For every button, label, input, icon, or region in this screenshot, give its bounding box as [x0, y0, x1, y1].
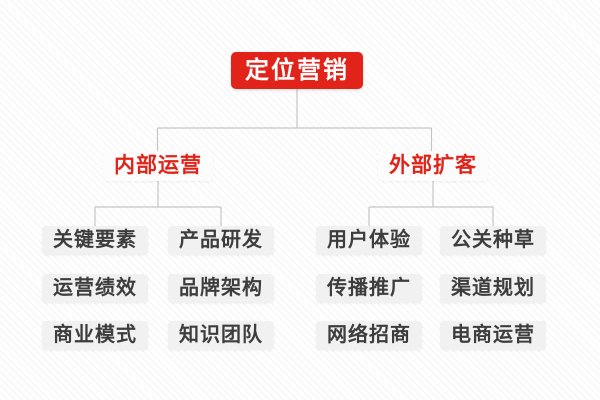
leaf-node[interactable]: 品牌架构	[168, 274, 274, 303]
leaf-node[interactable]: 商业模式	[42, 321, 148, 350]
branch-node-internal-operations[interactable]: 内部运营	[103, 151, 213, 181]
leaf-node[interactable]: 电商运营	[440, 321, 546, 350]
leaf-node[interactable]: 关键要素	[42, 226, 148, 255]
branch-node-external-expansion[interactable]: 外部扩客	[378, 151, 488, 181]
leaf-node[interactable]: 公关种草	[440, 226, 546, 255]
leaf-node[interactable]: 知识团队	[168, 321, 274, 350]
leaf-node[interactable]: 用户体验	[316, 226, 422, 255]
leaf-node[interactable]: 渠道规划	[440, 274, 546, 303]
leaf-node[interactable]: 网络招商	[316, 321, 422, 350]
leaf-node[interactable]: 运营绩效	[42, 274, 148, 303]
leaf-node[interactable]: 产品研发	[168, 226, 274, 255]
leaf-node[interactable]: 传播推广	[316, 274, 422, 303]
root-node[interactable]: 定位营销	[231, 52, 363, 89]
